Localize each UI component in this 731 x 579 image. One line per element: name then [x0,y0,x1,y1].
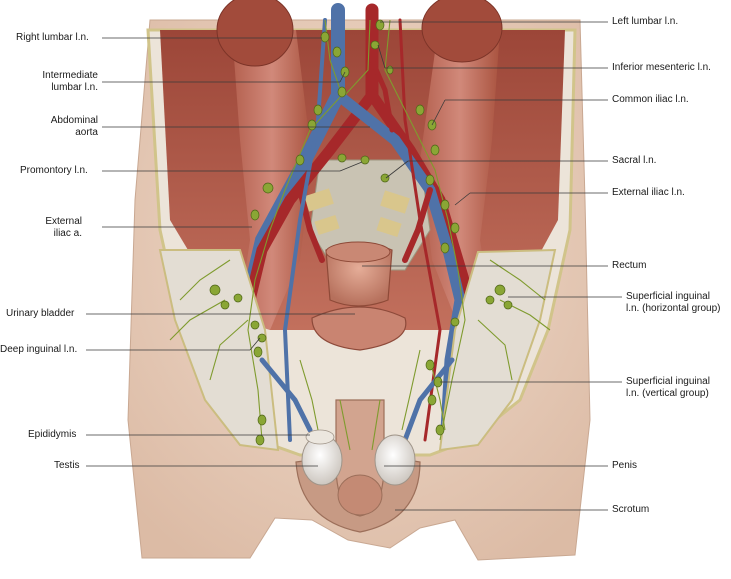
inferior-mesenteric-artery [369,57,395,133]
sacral-foramen-left-2 [376,216,402,238]
left-inguinal-flap [438,248,557,452]
label-superficial-inguinal-horizontal: Superficial inguinal l.n. (horizontal gr… [626,291,721,315]
gonadal-vessels-left [398,18,442,442]
left-kidney [421,0,503,63]
label-abdominal-aorta: Abdominal aorta [28,115,98,139]
left-spermatic-cord [402,357,455,443]
right-kidney [216,0,294,67]
label-abdominal-aorta-line1: Abdominal [50,115,98,126]
label-rectum: Rectum [612,260,647,271]
label-urinary-bladder: Urinary bladder [6,308,75,319]
label-scrotum: Scrotum [612,504,650,515]
leader-lines [86,21,622,511]
label-external-iliac-a: External iliac a. [28,216,82,240]
label-deep-inguinal-ln: Deep inguinal l.n. [0,344,78,355]
label-inferior-mesenteric-ln: Inferior mesenteric l.n. [612,62,711,73]
label-intermediate-lumbar-line2: lumbar l.n. [51,82,98,93]
label-external-iliac-a-line1: External [45,216,82,227]
label-superficial-vertical-line2: l.n. (vertical group) [626,388,709,399]
sacral-foramen-right [304,188,334,212]
right-spermatic-cord [259,357,313,433]
label-promontory-ln: Promontory l.n. [20,165,88,176]
label-superficial-vertical-line1: Superficial inguinal [626,376,710,387]
lymph-vessels [169,19,551,451]
label-penis: Penis [612,460,638,471]
lymph-nodes [209,19,513,446]
rectum-lumen [325,241,391,263]
label-intermediate-lumbar-ln: Intermediate lumbar l.n. [28,70,98,94]
left-testis [374,434,416,486]
label-sacral-ln: Sacral l.n. [612,155,657,166]
sacral-foramen-right-2 [314,214,340,236]
label-right-lumbar-ln: Right lumbar l.n. [16,32,89,43]
label-testis: Testis [54,460,80,471]
label-superficial-horizontal-line1: Superficial inguinal [626,291,710,302]
label-superficial-horizontal-line2: l.n. (horizontal group) [626,303,721,314]
label-abdominal-aorta-line2: aorta [75,127,98,138]
label-superficial-inguinal-vertical: Superficial inguinal l.n. (vertical grou… [626,376,710,400]
internal-iliac-left [402,187,433,263]
label-external-iliac-ln: External iliac l.n. [612,187,685,198]
gonadal-vessels-right [282,18,327,442]
label-intermediate-lumbar-line1: Intermediate [42,70,98,81]
label-left-lumbar-ln: Left lumbar l.n. [612,16,679,27]
glans [337,474,383,516]
label-common-iliac-ln: Common iliac l.n. [612,94,689,105]
label-external-iliac-a-line2: iliac a. [53,228,82,239]
sacral-foramen-left [380,190,410,214]
urinary-bladder [311,306,407,351]
label-epididymis: Epididymis [28,429,77,440]
right-epididymis [305,429,335,445]
